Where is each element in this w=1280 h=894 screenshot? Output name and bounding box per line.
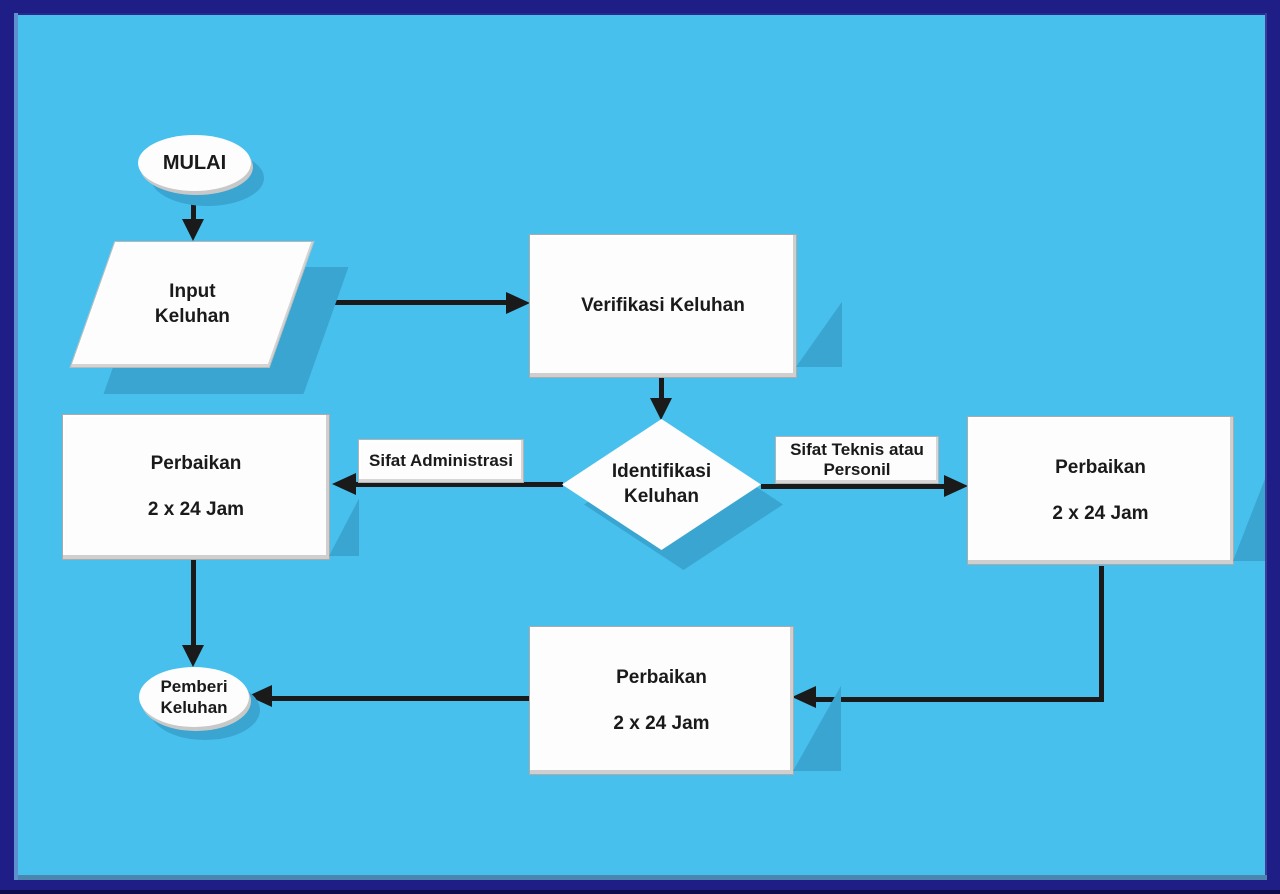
frame-bottom-edge: [0, 890, 1280, 894]
perbaikan-bottom-line1: Perbaikan: [616, 666, 707, 688]
end-label-line1: Pemberi: [160, 676, 228, 696]
start-terminator: MULAI: [138, 135, 251, 191]
perbaikan-left-node: Perbaikan 2 x 24 Jam: [62, 414, 359, 560]
verifikasi-shadow: [796, 301, 842, 368]
perbaikan-bottom-node: Perbaikan 2 x 24 Jam: [529, 626, 841, 775]
arrow-input-to-verify-head-icon: [506, 292, 530, 314]
arrow-fixright-to-fixbottom-head-icon: [792, 686, 816, 708]
arrow-fixleft-to-end-head-icon: [182, 645, 204, 667]
arrow-fixleft-to-end-line: [191, 560, 196, 650]
end-label-line2: Keluhan: [160, 698, 228, 717]
arrow-fixbottom-to-end-line: [270, 696, 530, 701]
perbaikan-right-node: Perbaikan 2 x 24 Jam: [967, 416, 1265, 565]
identifikasi-label-line2: Keluhan: [624, 485, 699, 507]
arrow-input-to-verify-line: [294, 300, 508, 305]
edge-label-sifat-teknis: Sifat Teknis atau Personil: [775, 436, 939, 484]
end-terminator: Pemberi Keluhan: [139, 667, 249, 727]
identifikasi-label-line1: Identifikasi: [611, 460, 712, 482]
input-label-line1: Input: [168, 280, 216, 302]
verifikasi-label: Verifikasi Keluhan: [581, 295, 745, 317]
arrow-fixbottom-to-end-head-icon: [248, 685, 272, 707]
arrow-identify-to-fixright-line: [761, 484, 948, 489]
input-label-line2: Keluhan: [154, 305, 230, 327]
perbaikan-right-shadow: [1233, 478, 1265, 562]
diagram-canvas: MULAI Input Keluhan Verifikasi Keluhan I…: [14, 13, 1267, 880]
perbaikan-left-shadow: [329, 498, 359, 557]
arrow-identify-to-fixright-head-icon: [944, 475, 968, 497]
perbaikan-left-line2: 2 x 24 Jam: [147, 499, 245, 520]
arrow-verify-to-identify-line: [659, 378, 664, 402]
sifat-teknis-line1: Sifat Teknis atau: [790, 440, 924, 460]
sifat-teknis-line2: Personil: [823, 460, 891, 479]
arrow-identify-to-fixleft-head-icon: [332, 473, 356, 495]
perbaikan-right-line1: Perbaikan: [1055, 456, 1146, 478]
arrow-fixright-to-fixbottom-hline: [814, 697, 1104, 702]
identifikasi-keluhan-decision: Identifikasi Keluhan: [562, 419, 783, 570]
arrow-verify-to-identify-head-icon: [650, 398, 672, 420]
arrow-start-to-input-head-icon: [182, 219, 204, 241]
perbaikan-bottom-line2: 2 x 24 Jam: [613, 712, 710, 734]
edge-label-sifat-administrasi: Sifat Administrasi: [358, 439, 524, 483]
arrow-fixright-to-fixbottom-vline: [1099, 566, 1104, 702]
input-keluhan-node: Input Keluhan: [69, 241, 349, 394]
start-label: MULAI: [162, 151, 227, 174]
perbaikan-left-line1: Perbaikan: [150, 453, 242, 475]
perbaikan-right-line2: 2 x 24 Jam: [1052, 502, 1149, 524]
verifikasi-keluhan-node: Verifikasi Keluhan: [529, 234, 842, 378]
sifat-administrasi-text: Sifat Administrasi: [369, 451, 513, 471]
arrow-start-to-input-line: [191, 191, 196, 223]
arrow-identify-to-fixleft-line: [354, 482, 563, 487]
